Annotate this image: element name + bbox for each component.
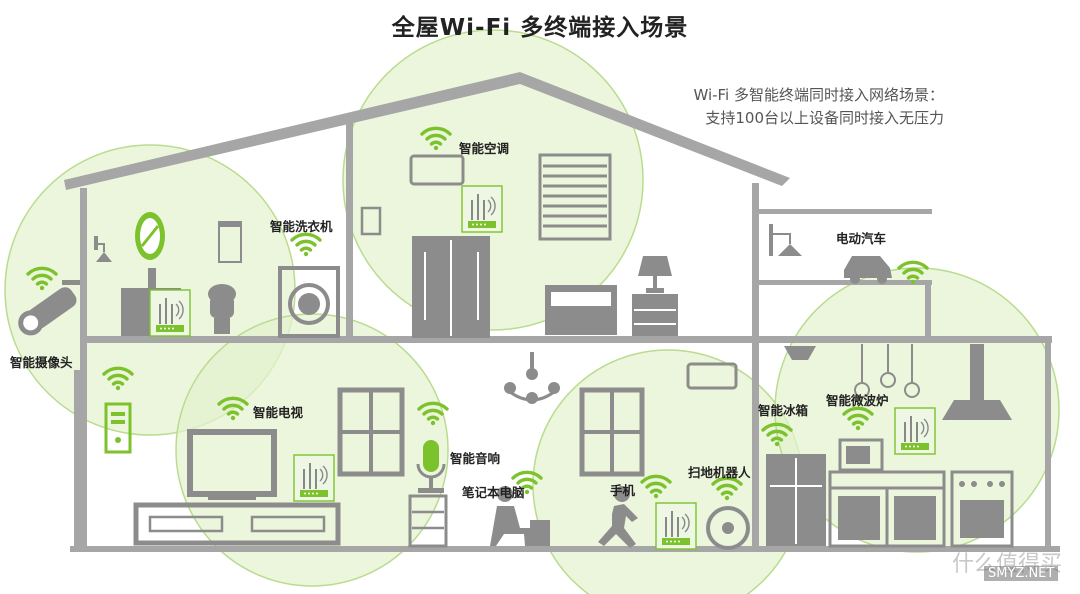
diagram-title: 全屋Wi-Fi 多终端接入场景 [0, 8, 1080, 42]
description-line-1: Wi-Fi 多智能终端同时接入网络场景： [693, 84, 944, 107]
label-microwave: 智能微波炉 [826, 390, 889, 409]
router-icon [462, 186, 502, 232]
label-air-conditioner: 智能空调 [459, 138, 509, 157]
label-washer: 智能洗衣机 [270, 216, 333, 235]
router-icon [150, 290, 190, 336]
wifi-icon [292, 234, 320, 256]
diagram-description: Wi-Fi 多智能终端同时接入网络场景： 支持100台以上设备同时接入无压力 [693, 84, 944, 130]
label-camera: 智能摄像头 [10, 352, 73, 371]
label-fridge: 智能冰箱 [758, 400, 808, 419]
router-icon [656, 503, 696, 549]
description-line-2: 支持100台以上设备同时接入无压力 [693, 107, 944, 130]
label-ev: 电动汽车 [836, 228, 886, 247]
label-robot: 扫地机器人 [688, 462, 751, 481]
label-tv: 智能电视 [253, 402, 303, 421]
label-laptop: 笔记本电脑 [462, 482, 525, 501]
router-icon [294, 455, 334, 501]
router-icon [895, 408, 935, 454]
label-speaker: 智能音响 [450, 448, 500, 467]
watermark-url: SMYZ.NET [984, 566, 1058, 581]
label-phone: 手机 [610, 480, 635, 499]
